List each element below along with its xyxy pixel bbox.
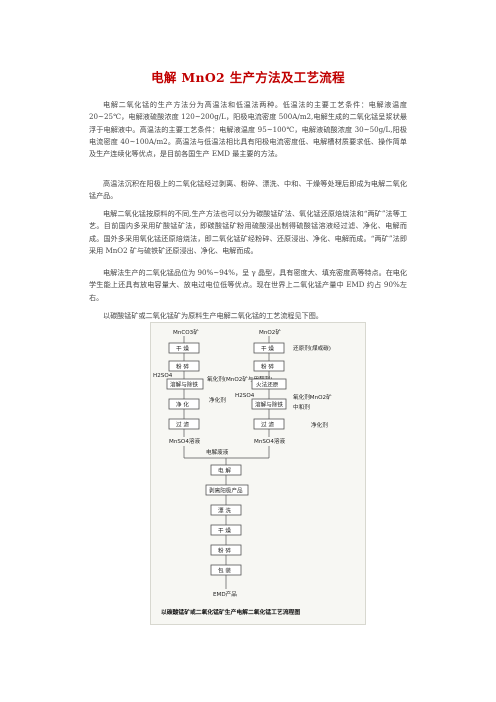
center-step-box	[205, 484, 249, 496]
right-output-label: MnSO4溶液	[254, 437, 285, 445]
center-step-label: 粉 碎	[218, 547, 231, 555]
reductant-label: 还原剂(煤或碳)	[293, 344, 331, 352]
purifier-right-label: 净化剂	[311, 421, 328, 429]
figure-caption: 以碳酸锰矿或二氧化锰矿生产电解二氧化锰工艺流程图	[161, 608, 300, 616]
paragraph-raw-materials: 电解二氧化锰按原料的不同,生产方法也可以分为碳酸锰矿法、氧化锰还原焙烧法和“两矿…	[89, 209, 407, 255]
right-step-label: 火法还原	[256, 381, 279, 389]
left-step-label: 粉 碎	[176, 363, 189, 371]
left-raw-material-label: MnCO3矿	[173, 328, 199, 336]
process-flow-diagram: MnCO3矿 干 燥 粉 碎 H2SO4 溶解与除铁 氧化剂(MnO2矿与甲醇剂…	[150, 322, 366, 625]
purifier-label: 净化剂	[209, 396, 226, 404]
paragraph-figure-intro: 以碳酸锰矿或二氧化锰矿为原料生产电解二氧化锰的工艺流程见下图。	[103, 311, 323, 320]
right-step-label: 粉 碎	[261, 363, 274, 371]
right-step-label: 干 燥	[261, 345, 274, 353]
neutralizer-label: 中和剂	[293, 403, 310, 411]
center-step-label: 电 解	[218, 467, 231, 475]
right-step-label: 过 滤	[261, 421, 274, 429]
center-step-label: 干 燥	[218, 527, 231, 535]
center-step-label: 漂 洗	[218, 507, 231, 515]
h2so4-right-label: H2SO4	[235, 393, 255, 399]
paragraph-methods: 电解二氧化锰的生产方法分为高温法和低温法两种。低温法的主要工艺条件：电解液温度 …	[89, 100, 407, 159]
left-step-label: 溶解与除铁	[170, 381, 198, 389]
h2so4-label: H2SO4	[153, 373, 173, 379]
left-step-box	[166, 378, 204, 390]
center-step-label: 剥离阳极产品	[209, 487, 243, 495]
left-step-label: 过 滤	[176, 421, 189, 429]
right-raw-material-label: MnO2矿	[259, 328, 281, 336]
center-step-label: 包 装	[218, 567, 231, 575]
oxidant-right-label: 氧化剂MnO2矿	[293, 393, 332, 401]
oxidant-label: 氧化剂(MnO2矿与甲醇剂)	[207, 375, 272, 383]
paragraph-quality: 电解法生产的二氧化锰品位为 90%~94%，呈 γ 晶型，具有密度大、填充密度高…	[89, 268, 407, 302]
page-title: 电解 MnO2 生产方法及工艺流程	[151, 70, 345, 85]
left-step-label: 干 燥	[176, 345, 189, 353]
left-output-label: MnSO4溶液	[169, 437, 200, 445]
right-step-label: 溶解与除铁	[255, 401, 283, 409]
electro-waste-label: 电解废液	[206, 448, 229, 456]
left-step-label: 净 化	[176, 401, 189, 409]
product-label: EMD产品	[213, 590, 237, 598]
paragraph-processing: 高温法沉积在阳极上的二氧化锰经过剥离、粉碎、漂洗、中和、干燥等处理后即成为电解二…	[89, 179, 407, 201]
